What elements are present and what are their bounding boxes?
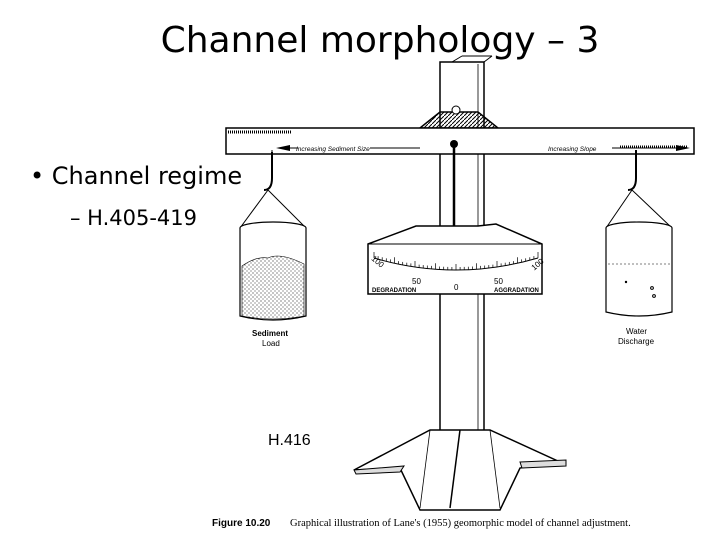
- figure-number: Figure 10.20: [212, 518, 271, 529]
- bullet-channel-regime: • Channel regime: [30, 162, 243, 190]
- slide-title: Channel morphology – 3: [160, 20, 600, 61]
- sediment-load-bucket: Sediment Load: [239, 150, 307, 348]
- figure-caption: Figure 10.20 Graphical illustration of L…: [212, 518, 631, 529]
- water-label: Water: [626, 327, 647, 336]
- load-label: Load: [262, 339, 280, 348]
- beam-pivot: [417, 105, 501, 129]
- adjustment-scale: 100 50 0 50 100 DEGRADATION AGGRADATION: [367, 223, 546, 295]
- water-discharge-bucket: Water Discharge: [605, 150, 673, 346]
- beam-left-label: Increasing Sediment Size: [296, 146, 370, 153]
- scale-label-aggradation: AGGRADATION: [494, 288, 539, 294]
- balance-beam: Increasing Sediment Size Increasing Slop…: [225, 127, 695, 155]
- caption-text: Graphical illustration of Lane's (1955) …: [290, 518, 631, 529]
- discharge-label: Discharge: [618, 337, 655, 346]
- sediment-label: Sediment: [252, 329, 288, 338]
- scale-label-degradation: DEGRADATION: [372, 288, 416, 294]
- scale-tick-50-right: 50: [494, 277, 503, 286]
- scale-tick-50-left: 50: [412, 277, 421, 286]
- page-reference: H.416: [268, 432, 311, 449]
- beam-right-label: Increasing Slope: [548, 146, 597, 153]
- balance-base: [353, 429, 567, 511]
- scale-tick-0: 0: [454, 283, 459, 292]
- sub-bullet-page-range: – H.405-419: [70, 206, 198, 230]
- scale-tick-marks: [373, 252, 539, 270]
